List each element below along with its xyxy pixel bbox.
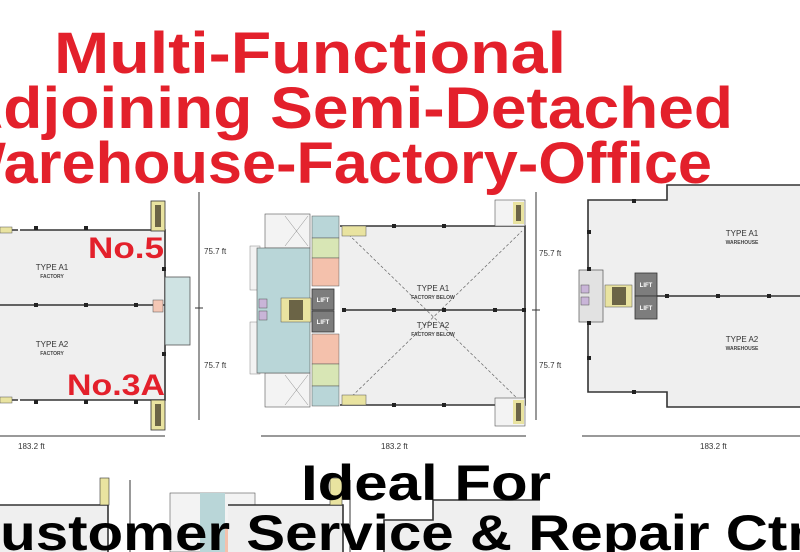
dimension-lower: 75.7 ft <box>539 361 562 370</box>
unit-label-no5: No.5 <box>88 232 164 265</box>
dimension-width: 183.2 ft <box>18 442 45 451</box>
type-a1-label: TYPE A1 <box>417 284 450 293</box>
type-a1-label: TYPE A1 <box>726 229 759 238</box>
type-a2-use: WAREHOUSE <box>726 346 759 352</box>
type-a1-use: FACTORY <box>40 274 64 280</box>
type-a2-label: TYPE A2 <box>417 321 450 330</box>
svg-text:LIFT: LIFT <box>317 320 330 326</box>
dimension-width: 183.2 ft <box>700 442 727 451</box>
svg-text:LIFT: LIFT <box>640 283 653 289</box>
svg-text:LIFT: LIFT <box>640 306 653 312</box>
unit-label-no3a: No.3A <box>67 369 165 402</box>
headline-line-1: Multi-Functional <box>54 21 566 86</box>
headline-line-3: Warehouse-Factory-Office <box>0 131 712 196</box>
svg-text:LIFT: LIFT <box>317 298 330 304</box>
type-a1-use: WAREHOUSE <box>726 240 759 246</box>
lift-upper: LIFT <box>311 288 335 311</box>
lift-lower: LIFT <box>311 310 335 333</box>
lift-lower: LIFT <box>634 295 658 320</box>
dimension-upper: 75.7 ft <box>204 247 227 256</box>
lower-floor-plans-partial <box>0 477 540 552</box>
type-a2-use: FACTORY BELOW <box>411 332 455 338</box>
mezzanine-floor-plan: LIFT LIFT TYPE A1 FACTORY BELOW TYPE A2 … <box>249 192 562 451</box>
tagline-line-1: Ideal For <box>301 455 551 511</box>
dimension-upper: 75.7 ft <box>539 249 562 258</box>
headline-line-2: Adjoining Semi-Detached <box>0 76 733 141</box>
type-a1-use: FACTORY BELOW <box>411 295 455 301</box>
type-a2-label: TYPE A2 <box>36 340 69 349</box>
type-a2-use: FACTORY <box>40 351 64 357</box>
type-a2-label: TYPE A2 <box>726 335 759 344</box>
type-a1-label: TYPE A1 <box>36 263 69 272</box>
lift-upper: LIFT <box>634 272 658 297</box>
tagline-line-2: Customer Service & Repair Ctr <box>0 505 800 552</box>
ground-floor-plan: TYPE A1 FACTORY TYPE A2 FACTORY 75.7 ft … <box>0 192 227 451</box>
upper-floor-plan: LIFT LIFT TYPE A1 WAREHOUSE TYPE A2 WARE… <box>578 184 800 451</box>
dimension-width: 183.2 ft <box>381 442 408 451</box>
dimension-lower: 75.7 ft <box>204 361 227 370</box>
